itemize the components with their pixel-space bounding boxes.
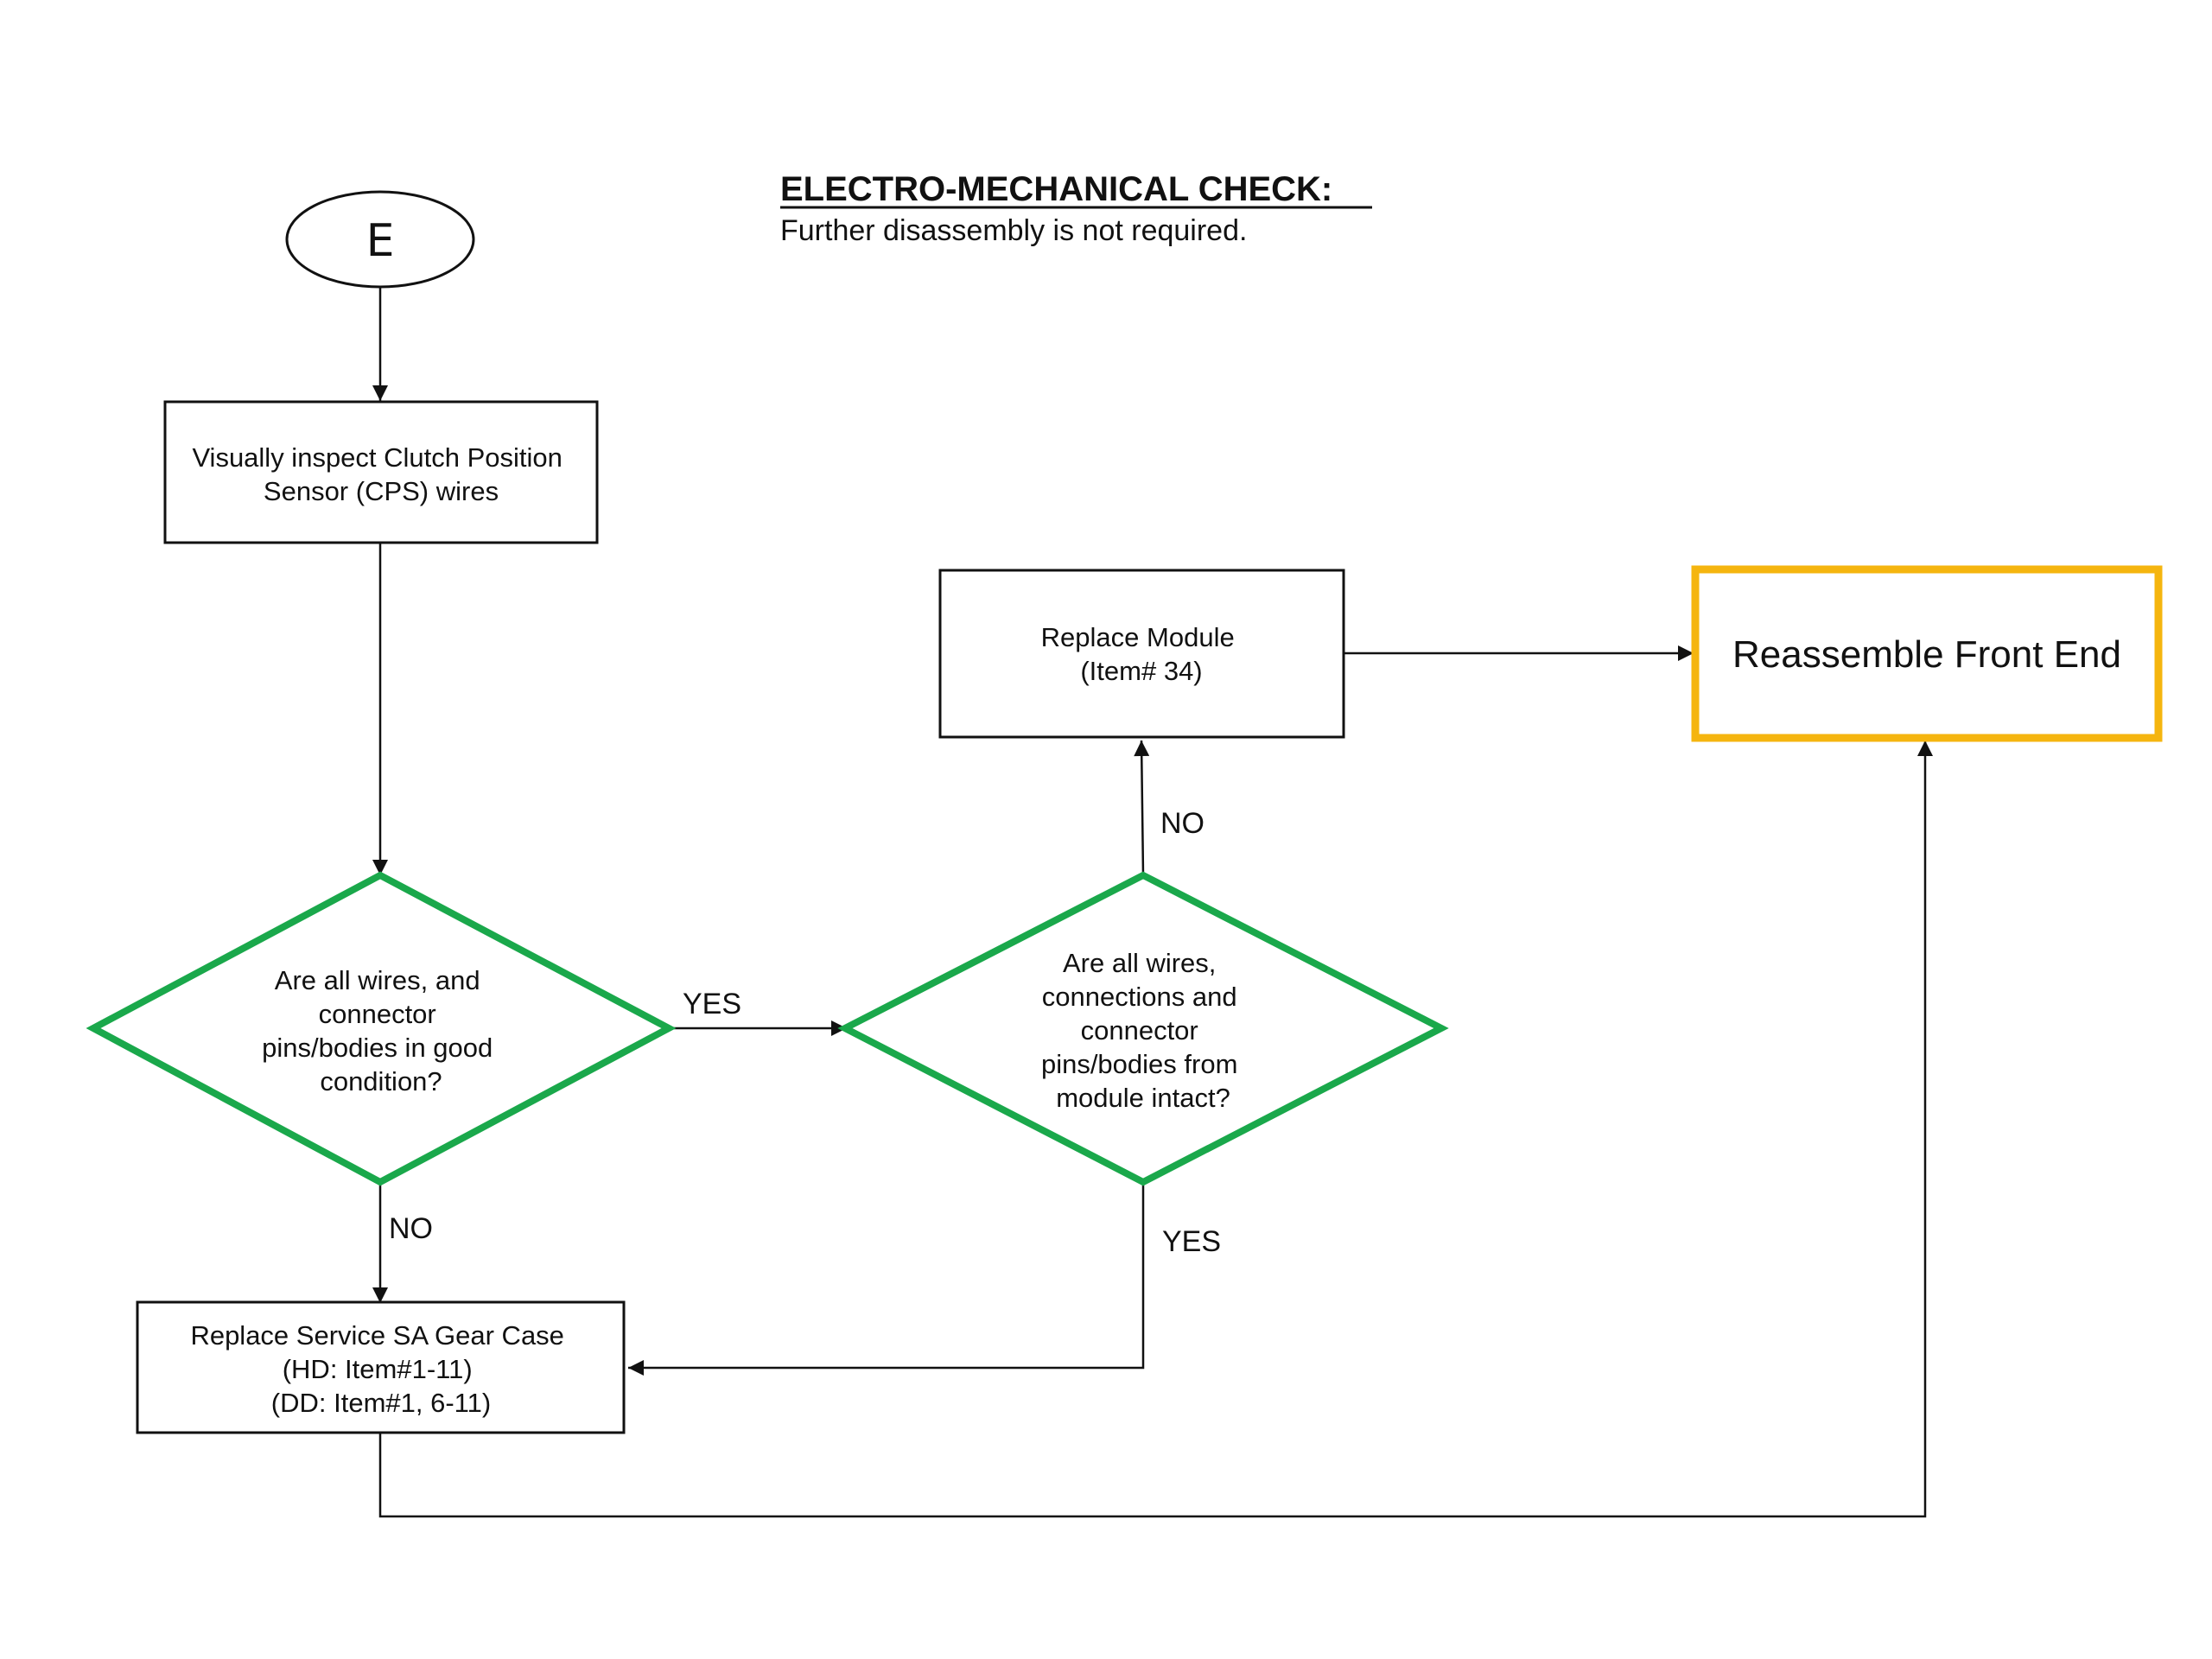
edge-label-decision2-yes: YES [1162,1225,1221,1258]
replace-gear-case-text: Replace Service SA Gear Case (HD: Item#1… [190,1320,571,1418]
replace-gear-case-box: Replace Service SA Gear Case (HD: Item#1… [136,1300,626,1434]
start-connector: E [285,190,475,289]
reassemble-front-end-box: Reassemble Front End [1691,565,2163,742]
reassemble-front-end-text: Reassemble Front End [1732,633,2121,676]
decision-module-intact: Are all wires, connections and connector… [837,871,1449,1186]
decision-wires-good-condition-text: Are all wires, and connector pins/bodies… [262,965,500,1096]
replace-module-text: Replace Module (Item# 34) [1041,622,1243,686]
edge-label-decision1-no: NO [389,1212,433,1245]
inspect-wires-text: Visually inspect Clutch Position Sensor … [192,442,569,506]
start-connector-label: E [366,215,395,267]
decision-wires-good-condition: Are all wires, and connector pins/bodies… [86,871,677,1186]
page-title: ELECTRO-MECHANICAL CHECK: [780,170,1332,208]
decision-module-intact-text: Are all wires, connections and connector… [1041,948,1245,1113]
edge-gear-to-reassemble [378,741,1933,1518]
page-subtitle: Further disassembly is not required. [780,214,1247,247]
edge-label-decision2-no: NO [1160,807,1205,840]
edge-decision2-no [1134,740,1150,876]
inspect-wires-box: Visually inspect Clutch Position Sensor … [163,400,599,544]
edge-label-decision1-yes: YES [683,988,741,1020]
replace-module-box: Replace Module (Item# 34) [938,569,1345,739]
edge-decision2-yes [628,1182,1145,1376]
